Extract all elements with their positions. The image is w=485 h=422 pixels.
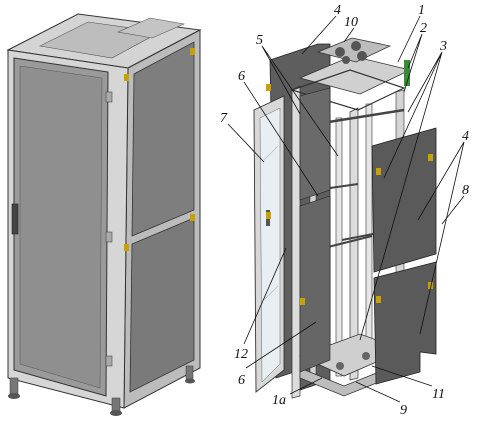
crossbar-upper xyxy=(315,108,405,126)
leader-1 xyxy=(397,15,421,63)
ground-lug xyxy=(404,60,410,86)
frame-top xyxy=(290,69,406,111)
fan-3 xyxy=(357,51,367,61)
fan-4 xyxy=(342,56,350,64)
callout-5: 5 xyxy=(256,33,263,48)
hinge-bottom xyxy=(105,355,113,367)
leader-10 xyxy=(343,27,355,43)
leader-2 xyxy=(403,33,423,93)
callout-11: 11 xyxy=(432,387,445,402)
callout-6-top: 6 xyxy=(238,69,245,84)
fan-2 xyxy=(351,41,361,51)
foot-2-pad xyxy=(110,410,122,416)
foot-1-pad xyxy=(8,393,20,399)
foot-3-pad xyxy=(185,378,195,384)
rear-panel-lock-1 xyxy=(266,84,271,91)
side-lock-3 xyxy=(124,244,129,251)
callout-4-right: 4 xyxy=(462,129,469,144)
callout-8: 8 xyxy=(462,183,469,198)
leader-5 xyxy=(261,45,339,157)
right-panel-lock-3 xyxy=(376,296,381,303)
frame-front-left-post xyxy=(291,85,301,399)
right-side-panel-lower xyxy=(373,261,437,385)
leader-4b xyxy=(417,141,465,335)
rear-panel-lock-3 xyxy=(300,298,305,305)
exploded-cabinet xyxy=(253,37,437,399)
foot-3 xyxy=(185,365,194,381)
leader-9 xyxy=(355,381,401,403)
assembled-cabinet xyxy=(6,13,202,416)
rear-panel-lock-2 xyxy=(266,212,271,219)
mounting-rail-left xyxy=(335,117,343,377)
leader-1a xyxy=(289,377,323,395)
leader-6b xyxy=(245,321,317,369)
callout-4-top: 4 xyxy=(334,3,341,18)
glass-door-pane xyxy=(259,107,281,383)
callout-2: 2 xyxy=(420,21,427,36)
side-lock-4 xyxy=(190,214,195,221)
foot-1 xyxy=(9,377,19,395)
leader-11 xyxy=(371,365,433,387)
leader-3 xyxy=(359,51,443,341)
right-panel-lock-1 xyxy=(376,168,381,175)
callout-12: 12 xyxy=(234,347,248,362)
leader-7 xyxy=(227,123,265,163)
right-panel-lock-2 xyxy=(428,154,433,161)
callout-3: 3 xyxy=(439,39,447,54)
left-side-panel-upper xyxy=(299,87,331,201)
side-lock-1 xyxy=(124,74,129,81)
cabinet-side-panel-upper xyxy=(131,41,195,237)
cabinet-top-plate xyxy=(116,17,186,39)
glass-door-reflection xyxy=(263,145,279,161)
callout-1a: 1a xyxy=(272,393,286,408)
side-lock-2 xyxy=(190,48,195,55)
hinge-top xyxy=(105,91,113,103)
callout-labels: 1 2 3 4 4 5 6 6 7 8 9 10 11 12 1a xyxy=(220,3,469,418)
cable-entry-2 xyxy=(362,352,370,360)
leader-6a xyxy=(243,81,319,197)
leader-12 xyxy=(243,247,287,345)
left-side-panel-lower xyxy=(299,195,331,373)
callout-7: 7 xyxy=(220,111,228,126)
hinge-middle xyxy=(105,231,113,243)
glass-door-reflection-2 xyxy=(263,285,279,301)
callout-9: 9 xyxy=(400,403,407,418)
callout-1: 1 xyxy=(418,3,425,18)
callout-6-bottom: 6 xyxy=(238,373,245,388)
leader-4a xyxy=(301,15,337,55)
leader-lines xyxy=(227,15,465,403)
right-panel-lock-4 xyxy=(428,282,433,289)
right-side-panel-upper xyxy=(371,127,437,273)
callout-10: 10 xyxy=(344,15,358,30)
door-handle xyxy=(11,203,19,235)
cabinet-front-door-glass xyxy=(19,65,103,389)
fan-1 xyxy=(335,47,345,57)
foot-2 xyxy=(111,397,121,413)
leader-8 xyxy=(441,195,465,225)
cable-entry-1 xyxy=(336,362,344,370)
cabinet-side-panel-lower xyxy=(129,217,195,393)
